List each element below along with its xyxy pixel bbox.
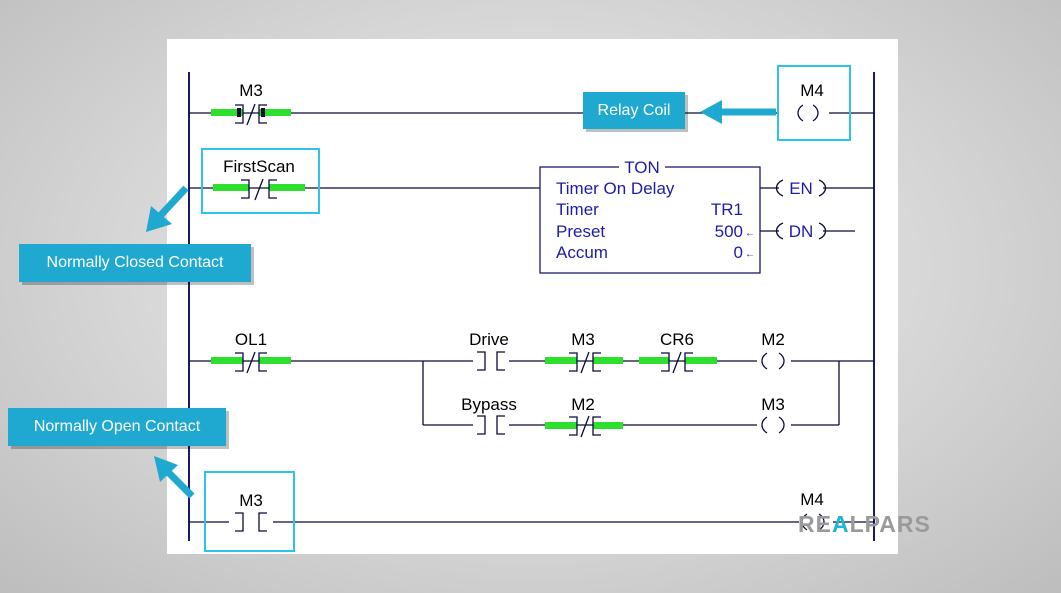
rung3-contact-ol1: OL1 bbox=[235, 330, 267, 349]
coil-m4-rung4 bbox=[799, 513, 833, 533]
normally-closed-contact-m2 bbox=[545, 415, 623, 438]
timer-field-value-preset: 500 bbox=[715, 222, 743, 241]
normally-closed-contact-firstscan bbox=[213, 178, 305, 201]
ton-timer-block: TON Timer On Delay Timer TR1 Preset 500 … bbox=[539, 158, 761, 274]
output-en: EN bbox=[789, 179, 813, 198]
normally-open-callout: Normally Open Contact bbox=[8, 408, 226, 446]
timer-field-label-timer: Timer bbox=[556, 200, 599, 219]
rung4-coil-tag: M4 bbox=[800, 490, 824, 509]
normally-closed-contact-m3 bbox=[211, 103, 291, 126]
rung-4: M3 M4 bbox=[189, 471, 874, 552]
normally-closed-highlight bbox=[201, 148, 320, 214]
realpars-logo: REALPARS bbox=[798, 511, 931, 537]
ladder-diagram: M3 M4 FirstScan TON Timer On Delay Timer… bbox=[188, 65, 875, 552]
normally-open-contact-m3 bbox=[229, 511, 273, 533]
rung3-contact-drive: Drive bbox=[469, 330, 509, 349]
normally-open-contact-drive bbox=[473, 351, 509, 373]
timer-field-label-accum: Accum bbox=[556, 243, 608, 262]
relay-coil-highlight bbox=[777, 65, 851, 141]
rung3-coil-m3: M3 bbox=[761, 395, 785, 414]
coil-m3 bbox=[757, 415, 791, 435]
output-dn: DN bbox=[789, 222, 814, 241]
rung4-contact-tag: M3 bbox=[239, 491, 263, 510]
rung1-coil-tag: M4 bbox=[800, 81, 824, 100]
normally-closed-contact-m3-rung3 bbox=[545, 351, 623, 374]
rung3-coil-m2: M2 bbox=[761, 330, 785, 349]
rung1-contact-tag: M3 bbox=[239, 81, 263, 100]
normally-closed-callout: Normally Closed Contact bbox=[19, 244, 251, 282]
preset-arrow-icon: ← bbox=[745, 228, 755, 239]
coil-m4 bbox=[797, 104, 819, 122]
timer-field-label-preset: Preset bbox=[556, 222, 605, 241]
rung3-contact-m3: M3 bbox=[571, 330, 595, 349]
timer-field-value-accum: 0 bbox=[734, 243, 743, 262]
timer-type: TON bbox=[624, 158, 660, 177]
accum-arrow-icon: ← bbox=[745, 249, 755, 260]
rung-1: M3 M4 bbox=[189, 65, 874, 141]
rung-2: FirstScan TON Timer On Delay Timer TR1 P… bbox=[189, 148, 874, 274]
normally-open-contact-bypass bbox=[473, 415, 509, 437]
rung-3: OL1 Drive M3 CR6 M2 bbox=[189, 330, 874, 438]
relay-coil-callout: Relay Coil bbox=[583, 92, 685, 129]
normally-open-highlight bbox=[204, 471, 295, 552]
ladder-diagram-panel: M3 M4 FirstScan TON Timer On Delay Timer… bbox=[167, 39, 898, 554]
normally-closed-contact-cr6 bbox=[639, 351, 717, 374]
normally-closed-contact-ol1 bbox=[211, 351, 291, 374]
rung3-contact-cr6: CR6 bbox=[660, 330, 694, 349]
timer-title: Timer On Delay bbox=[556, 179, 675, 198]
coil-m2 bbox=[757, 351, 791, 371]
timer-field-value-timer: TR1 bbox=[711, 200, 743, 219]
rung3-contact-m2: M2 bbox=[571, 395, 595, 414]
rung3-contact-bypass: Bypass bbox=[461, 395, 517, 414]
rung2-contact-tag: FirstScan bbox=[223, 157, 295, 176]
